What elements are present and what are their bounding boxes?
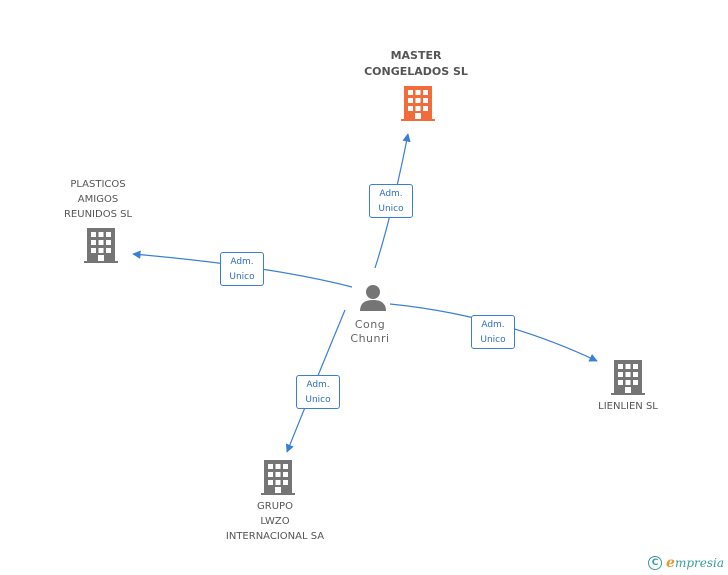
edge-label-line-2: Unico — [378, 204, 404, 214]
edge-label-line-1: Adm. — [379, 189, 403, 199]
edge-label-line-1: Adm. — [230, 257, 254, 267]
edge-label-lienlien[interactable]: Adm. Unico — [471, 315, 515, 349]
node-plasticos-line-1: PLASTICOS — [70, 179, 126, 190]
node-lienlien-line-1: LIENLIEN SL — [598, 401, 658, 412]
brand-logo[interactable]: empresia — [666, 555, 724, 571]
brand-name: mpresia — [674, 556, 724, 570]
node-plasticos-line-3: REUNIDOS SL — [63, 209, 133, 220]
node-lienlien-label[interactable]: LIENLIEN SL — [598, 399, 658, 414]
edge-label-line-2: Unico — [305, 395, 331, 405]
node-person-label[interactable]: Cong Chunri — [350, 318, 389, 346]
building-icon[interactable] — [401, 86, 435, 121]
node-grupo-line-1: GRUPO — [257, 501, 293, 512]
edge-label-grupo[interactable]: Adm. Unico — [296, 375, 340, 409]
footer-brand: C empresia — [648, 555, 724, 571]
edge-label-line-1: Adm. — [481, 320, 505, 330]
node-master-label[interactable]: MASTER CONGELADOS SL — [364, 48, 468, 80]
node-master-line-1: MASTER — [390, 49, 442, 62]
node-grupo-line-2: LWZO — [260, 516, 290, 527]
node-grupo-label[interactable]: GRUPO LWZO INTERNACIONAL SA — [226, 499, 324, 544]
person-icon[interactable] — [360, 285, 386, 311]
building-icon[interactable] — [611, 360, 645, 395]
node-person-line-1: Cong — [354, 318, 386, 331]
edge-label-master[interactable]: Adm. Unico — [369, 184, 413, 218]
edge-label-line-2: Unico — [229, 272, 255, 282]
brand-initial: e — [666, 555, 675, 571]
copyright-icon: C — [648, 556, 663, 570]
node-plasticos-label[interactable]: PLASTICOS AMIGOS REUNIDOS SL — [64, 177, 132, 222]
building-icon[interactable] — [84, 228, 118, 263]
node-master-line-2: CONGELADOS SL — [364, 65, 468, 78]
edge-label-plasticos[interactable]: Adm. Unico — [220, 252, 264, 286]
node-grupo-line-3: INTERNACIONAL SA — [225, 531, 325, 542]
node-person-line-2: Chunri — [350, 332, 390, 345]
node-plasticos-line-2: AMIGOS — [77, 194, 119, 205]
edge-label-line-2: Unico — [480, 335, 506, 345]
building-icon[interactable] — [261, 460, 295, 495]
edge-label-line-1: Adm. — [306, 380, 330, 390]
